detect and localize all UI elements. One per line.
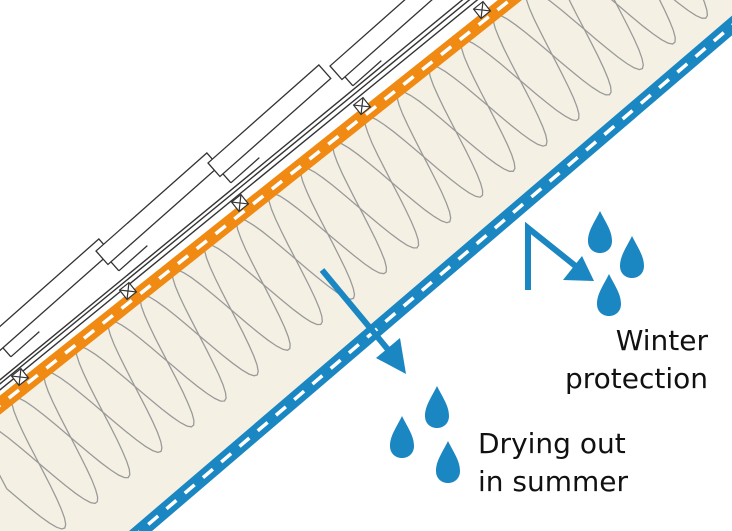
battens bbox=[10, 0, 492, 387]
roof-tiles bbox=[0, 0, 454, 358]
insulation-wave bbox=[0, 0, 732, 505]
water-drop-icon bbox=[425, 386, 449, 428]
water-drop-icon bbox=[390, 416, 414, 458]
roof-tile bbox=[329, 0, 454, 87]
batten bbox=[10, 367, 30, 387]
winter-label-line1: Winter bbox=[615, 324, 708, 357]
batten bbox=[118, 281, 138, 301]
blue-membrane bbox=[128, 15, 732, 531]
insulation-wave bbox=[6, 0, 709, 530]
water-drop-icon bbox=[597, 274, 621, 316]
winter-protection-arrow bbox=[525, 221, 594, 290]
summer-label-line2: in summer bbox=[478, 465, 629, 498]
batten bbox=[472, 0, 492, 20]
roof-tile bbox=[207, 64, 332, 184]
water-drop-icon bbox=[620, 236, 644, 278]
summer-drying-arrow bbox=[319, 268, 406, 374]
batten bbox=[352, 96, 372, 116]
winter-protection-label: Winter protection bbox=[565, 322, 708, 398]
water-drop-icon bbox=[588, 211, 612, 253]
summer-label-line1: Drying out bbox=[478, 427, 626, 460]
roof-structure-lines bbox=[0, 0, 479, 391]
summer-drying-label: Drying out in summer bbox=[478, 425, 628, 501]
winter-label-line2: protection bbox=[564, 362, 708, 395]
orange-membrane bbox=[0, 0, 522, 415]
batten bbox=[230, 193, 250, 213]
water-drop-icon bbox=[436, 441, 460, 483]
